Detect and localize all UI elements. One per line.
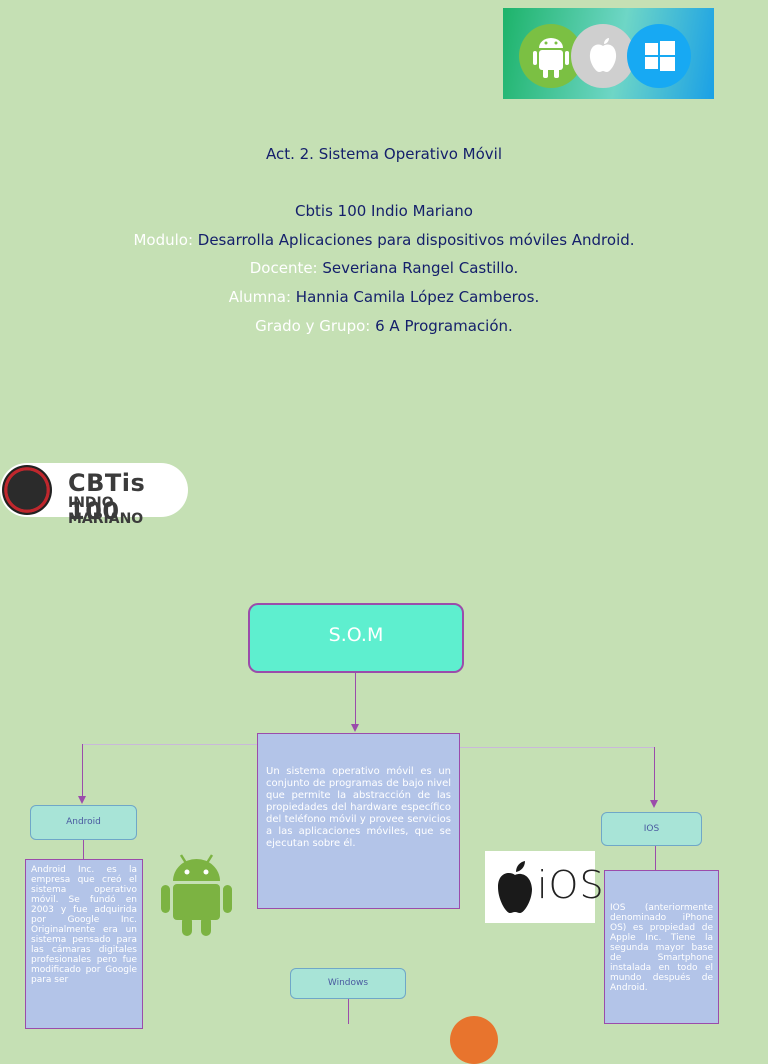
som-root-box: S.O.M (248, 603, 464, 673)
arrow-down-icon (650, 800, 658, 808)
logo-line-1: CBTis 100 (68, 469, 146, 525)
ios-description: IOS (anteriormente denominado iPhone OS)… (604, 870, 719, 1024)
apple-icon (497, 859, 533, 919)
student-row: Alumna: Hannia Camila López Camberos. (0, 288, 768, 306)
android-robot-icon (159, 851, 234, 937)
windows-logo-partial-icon (450, 1016, 498, 1064)
android-description: Android Inc. es la empresa que creó el s… (25, 859, 143, 1029)
connector-ios-text (655, 846, 656, 870)
teacher-value: Severiana Rangel Castillo. (322, 259, 519, 277)
android-tag: Android (30, 805, 137, 840)
module-row: Modulo: Desarrolla Aplicaciones para dis… (0, 231, 768, 249)
windows-circle (627, 24, 691, 88)
activity-title: Act. 2. Sistema Operativo Móvil (265, 145, 503, 163)
arrow-down-icon (78, 796, 86, 804)
connector-android-text (83, 840, 84, 859)
logo-line-2: INDIO MARIANO (68, 495, 144, 527)
student-value: Hannia Camila López Camberos. (295, 288, 540, 306)
windows-tag: Windows (290, 968, 406, 999)
group-label: Grado y Grupo: (255, 317, 371, 335)
connector-left (82, 744, 257, 745)
module-value: Desarrolla Aplicaciones para dispositivo… (197, 231, 635, 249)
os-banner-image (503, 8, 714, 99)
student-label: Alumna: (228, 288, 292, 306)
teacher-row: Docente: Severiana Rangel Castillo. (0, 259, 768, 277)
module-label: Modulo: (133, 231, 193, 249)
apple-circle (571, 24, 635, 88)
windows-icon (627, 24, 691, 99)
connector-ios (654, 747, 655, 800)
group-row: Grado y Grupo: 6 A Programación. (0, 317, 768, 335)
ios-logo: iOS (485, 851, 604, 923)
ios-logo-text: iOS (537, 863, 605, 907)
connector-android (82, 744, 83, 796)
arrow-down-icon (351, 724, 359, 732)
panther-emblem-icon (2, 465, 52, 515)
connector-windows (348, 999, 349, 1024)
apple-icon (571, 24, 635, 99)
cbtis-logo: CBTis 100 INDIO MARIANO (0, 463, 188, 527)
definition-box: Un sistema operativo móvil es un conjunt… (257, 733, 460, 909)
android-icon (519, 24, 583, 99)
connector-right (460, 747, 654, 748)
group-value: 6 A Programación. (375, 317, 513, 335)
connector-root-definition (355, 673, 356, 725)
school-name: Cbtis 100 Indio Mariano (295, 202, 473, 220)
ios-tag: IOS (601, 812, 702, 846)
teacher-label: Docente: (249, 259, 318, 277)
